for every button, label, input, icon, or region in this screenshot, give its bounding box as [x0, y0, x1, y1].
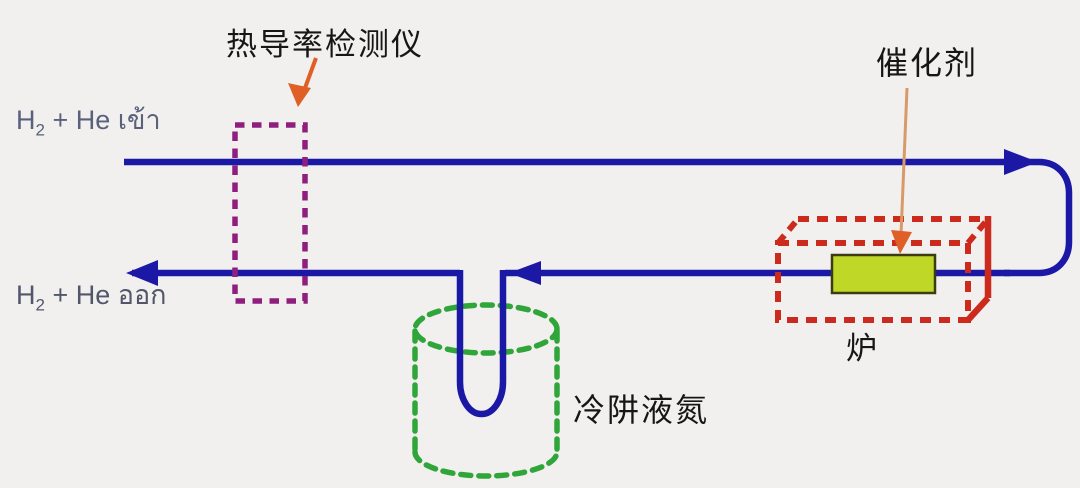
- flow-arrow-right-icon: [1004, 149, 1038, 175]
- detector-arrow-head-icon: [288, 83, 311, 107]
- catalyst-callout-arrow: [891, 87, 912, 254]
- pipe-right-uturn: [1004, 158, 1073, 277]
- cold-trap-label: 冷阱液氮: [573, 392, 710, 428]
- cold-trap-top-ellipse: [412, 302, 560, 356]
- inlet-formula-main: H: [16, 105, 36, 135]
- detector-label: 热导率检测仪: [226, 27, 424, 62]
- outlet-stream-label: H2 + He ออก: [16, 280, 167, 315]
- outlet-formula-rest: + He ออก: [44, 280, 167, 310]
- flow-arrowheads: [126, 149, 1038, 286]
- catalyst-label: 催化剂: [876, 45, 979, 81]
- catalyst-block: [830, 253, 937, 295]
- flow-arrow-outlet-icon: [126, 260, 158, 286]
- outlet-formula-main: H: [16, 280, 36, 310]
- catalyst-arrow-shaft: [899, 87, 909, 236]
- inlet-formula-subscript: 2: [35, 120, 45, 140]
- furnace-label: 炉: [846, 331, 879, 366]
- inlet-formula-rest: + He เข้า: [44, 105, 161, 135]
- outlet-formula-subscript: 2: [35, 295, 45, 315]
- detector-arrow-shaft: [303, 57, 318, 89]
- flow-arrow-mid-icon: [509, 261, 541, 285]
- inlet-stream-label: H2 + He เข้า: [16, 105, 161, 140]
- pipe-utube: [456, 270, 507, 418]
- furnace-right-bottom-slant: [965, 295, 991, 323]
- furnace-front-face: [775, 240, 971, 323]
- cold-trap-cylinder: [412, 302, 560, 479]
- furnace-top-left-edge: [775, 217, 801, 245]
- furnace-box: [775, 216, 992, 323]
- furnace-top-right-corner: [965, 217, 991, 245]
- catalyst-arrow-head-icon: [891, 230, 912, 254]
- detector-callout-arrow: [288, 57, 318, 107]
- detector-box: [232, 122, 308, 304]
- cold-trap-bottom-arc: [412, 449, 560, 479]
